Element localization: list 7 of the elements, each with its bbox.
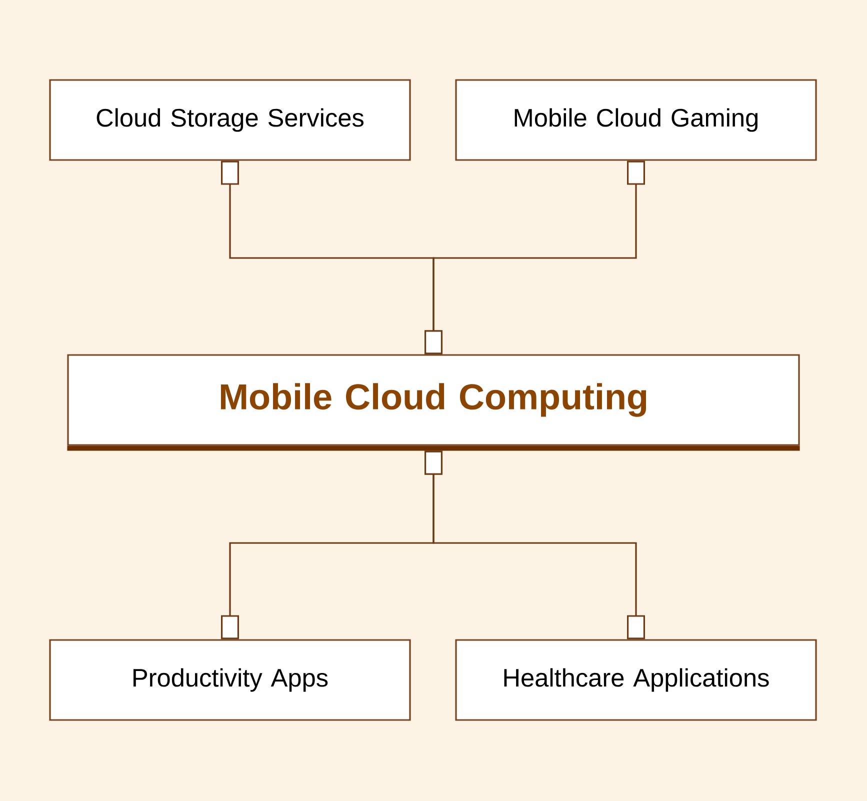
text-box: Productivity Apps — [49, 639, 411, 721]
connector — [424, 160, 645, 354]
connector — [424, 450, 645, 640]
text-box: Healthcare Applications — [455, 639, 817, 721]
text-box: Mobile Cloud Gaming — [455, 79, 817, 161]
text-box: Cloud Storage Services — [49, 79, 411, 161]
heading-box: Mobile Cloud Computing — [67, 354, 800, 451]
